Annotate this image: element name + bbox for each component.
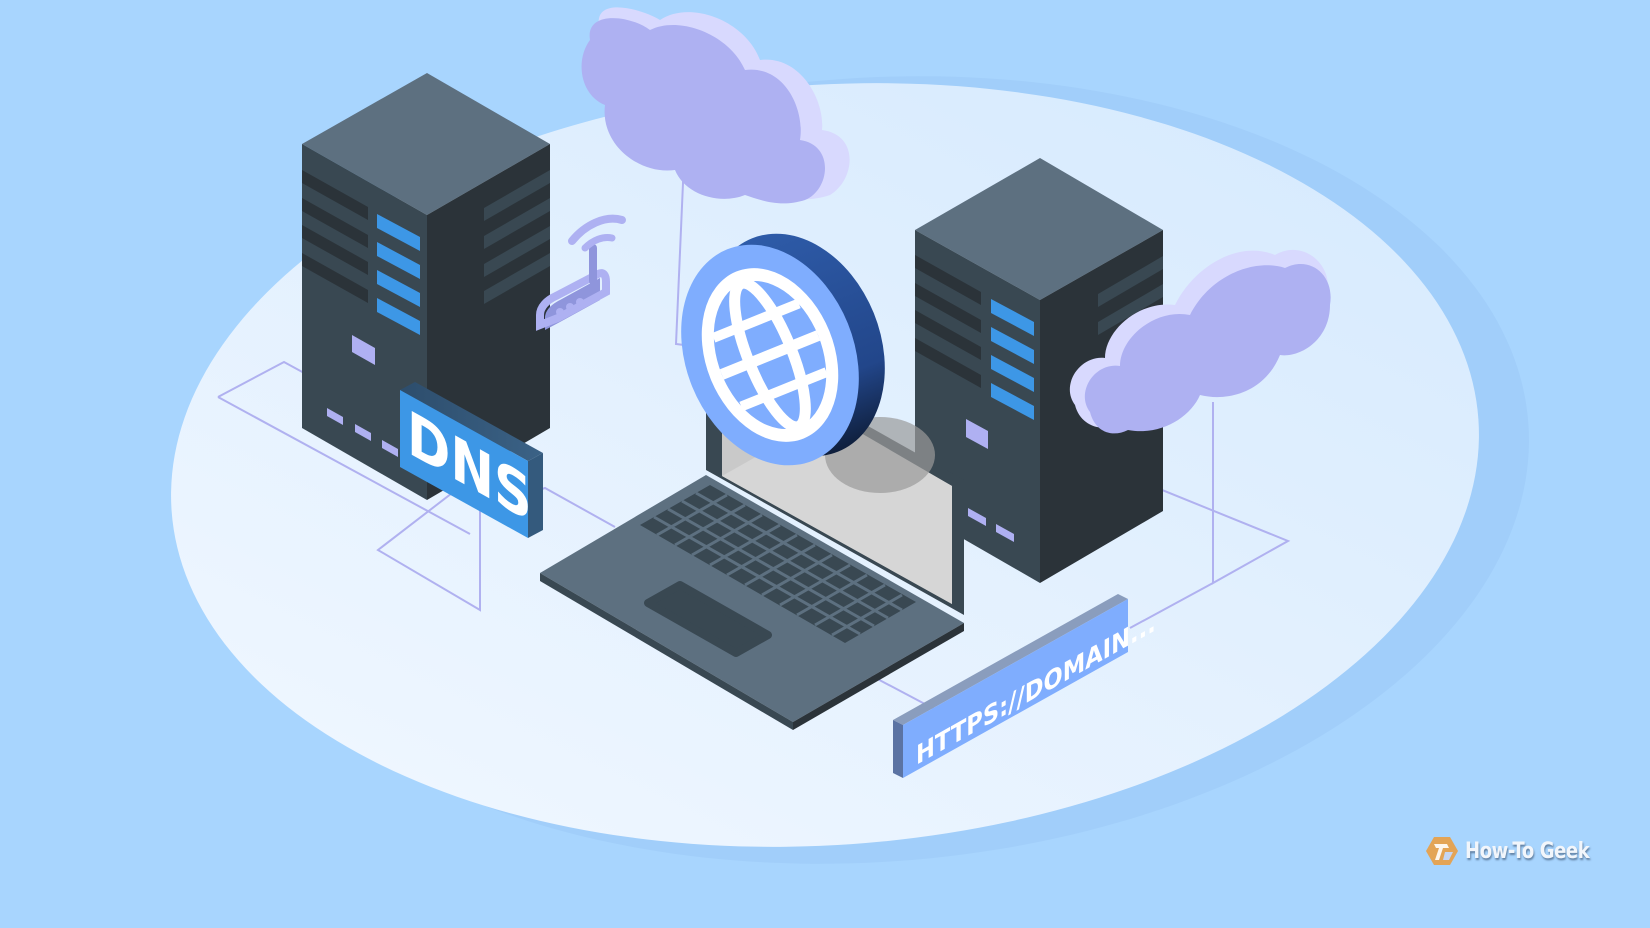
left-server: [302, 73, 550, 500]
vent-dark-lines: [302, 170, 368, 303]
side-vents: [484, 170, 550, 304]
cloud-top: [581, 7, 850, 204]
brand-name: How-To Geek: [1465, 838, 1590, 864]
htg-logo-icon: [1426, 837, 1458, 865]
vent-blue-lights-right: [991, 299, 1034, 420]
globe-icon: [681, 233, 885, 466]
status-indicators: [327, 335, 398, 457]
cloud-right: [1069, 249, 1331, 434]
keyboard-grid-lines: [653, 491, 903, 637]
trackpad: [644, 581, 772, 657]
laptop: [540, 372, 964, 730]
wifi-router-icon: [536, 214, 626, 331]
vent-blue-lights: [377, 214, 420, 335]
brand-watermark: How-To Geek: [1425, 836, 1617, 866]
